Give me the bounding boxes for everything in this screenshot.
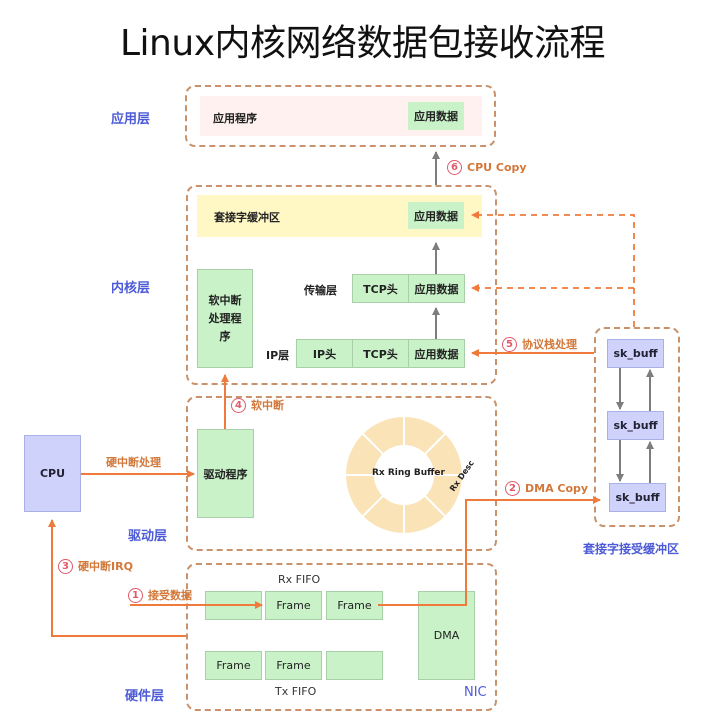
- step-6-number: 6: [447, 160, 462, 175]
- step-5-number: 5: [502, 336, 517, 352]
- ip-app-data: 应用数据: [408, 339, 465, 368]
- hard-irq-handle-label: 硬中断处理: [106, 456, 161, 469]
- skb-queue-box: [594, 327, 680, 527]
- kernel-layer-box: [186, 185, 497, 385]
- transport-layer-label: 传输层: [304, 284, 337, 297]
- step-1-number: 1: [128, 587, 143, 603]
- driver-program-box: 驱动程序: [197, 429, 254, 518]
- ip-tcp-head: TCP头: [352, 339, 409, 368]
- app-data-box: 应用数据: [408, 102, 464, 130]
- transport-app-data: 应用数据: [408, 274, 465, 303]
- ip-layer-label: IP层: [266, 349, 290, 362]
- rx-ring-buffer: [346, 417, 462, 533]
- step-3-label: 硬中断IRQ: [78, 560, 133, 573]
- step-3-number: 3: [58, 558, 73, 574]
- rx-frame-2: Frame: [265, 591, 322, 620]
- cpu-box: CPU: [24, 435, 81, 512]
- tx-frame-1: Frame: [205, 651, 262, 680]
- app-layer-box: [185, 85, 496, 147]
- socket-buffer-label: 套接字缓冲区: [214, 211, 280, 224]
- rx-fifo-label: Rx FIFO: [278, 573, 321, 586]
- nic-label: NIC: [464, 685, 487, 700]
- step-4-number: 4: [231, 397, 246, 413]
- step-1: 1 接受数据: [128, 587, 192, 603]
- step-5: 5 协议栈处理: [502, 336, 577, 352]
- skb-queue-label: 套接字接受缓冲区: [583, 542, 680, 556]
- tx-fifo-label: Tx FIFO: [275, 685, 317, 698]
- arrow-skb-to-socket: [471, 211, 635, 327]
- layer-label-driver: 驱动层: [128, 529, 168, 544]
- step-4-label: 软中断: [251, 399, 284, 412]
- transport-tcp-head: TCP头: [352, 274, 409, 303]
- step-1-label: 接受数据: [148, 589, 192, 602]
- layer-label-hardware: 硬件层: [125, 689, 165, 704]
- ip-head: IP头: [296, 339, 353, 368]
- skb-item-2: sk_buff: [607, 411, 664, 440]
- tx-frame-2: Frame: [265, 651, 322, 680]
- step-4: 4 软中断: [231, 397, 284, 413]
- step-3: 3 硬中断IRQ: [58, 558, 133, 574]
- rx-frame-3: Frame: [326, 591, 383, 620]
- layer-label-kernel: 内核层: [111, 281, 151, 296]
- step-6-label: CPU Copy: [467, 161, 527, 174]
- skb-item-3: sk_buff: [609, 483, 666, 512]
- step-6: 6 CPU Copy: [447, 160, 527, 175]
- skb-item-1: sk_buff: [607, 339, 664, 368]
- layer-label-app: 应用层: [111, 112, 151, 127]
- step-2-number: 2: [505, 481, 520, 496]
- socket-app-data-box: 应用数据: [408, 202, 464, 229]
- app-program-label: 应用程序: [213, 112, 257, 125]
- hardware-layer-box: [186, 563, 497, 711]
- arrow-hard-irq: [48, 519, 186, 637]
- step-2-label: DMA Copy: [525, 482, 589, 495]
- arrow-dma-copy: [378, 496, 601, 606]
- softirq-handler-box: 软中断处理程序: [197, 269, 253, 368]
- page-title: Linux内核网络数据包接收流程: [120, 23, 606, 64]
- ring-buffer-label: Rx Ring Buffer: [372, 468, 445, 478]
- step-2: 2 DMA Copy: [505, 481, 588, 496]
- tx-frame-3: [326, 651, 383, 680]
- step-5-label: 协议栈处理: [522, 338, 577, 351]
